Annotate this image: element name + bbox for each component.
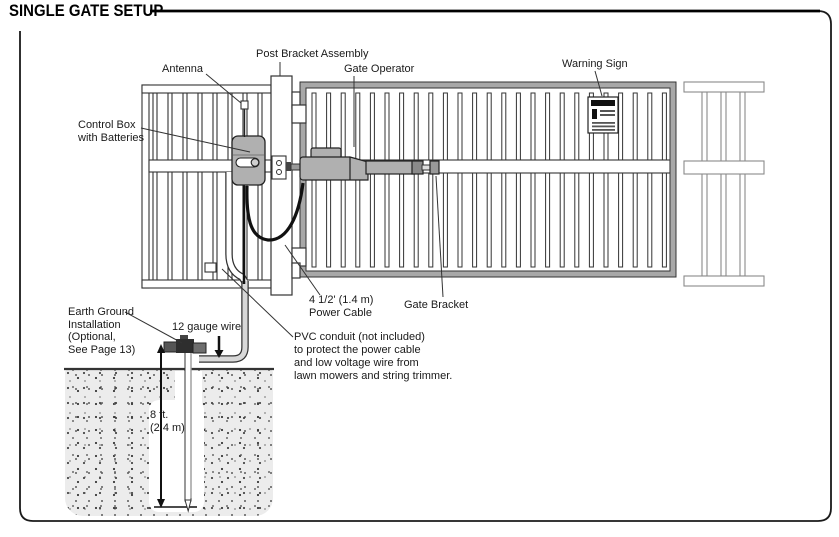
gate-hinge-top [291, 91, 307, 124]
fence-picket [647, 92, 653, 268]
fence-picket [257, 92, 263, 282]
control-box-graphic [231, 135, 266, 186]
fence-picket [530, 92, 536, 268]
fence-picket [384, 92, 390, 268]
gate-hinge-bottom [291, 247, 307, 279]
post-bracket-graphic [271, 155, 287, 180]
page-title: SINGLE GATE SETUP [9, 1, 164, 20]
fence-picket [399, 92, 405, 268]
power-cable-graphic [245, 182, 305, 242]
power-cable-pointer [284, 244, 321, 296]
gate-operator-graphic [271, 147, 440, 181]
label-pointer-lines [124, 62, 603, 344]
warning-sign-graphic [587, 96, 619, 134]
fence-picket [167, 92, 173, 282]
fence-picket [442, 92, 448, 268]
fence-picket [501, 92, 507, 268]
right-fence-panel [683, 81, 765, 287]
ground-rod-graphic [64, 335, 274, 513]
antenna-pointer [205, 73, 242, 104]
antenna-graphic [240, 100, 249, 137]
pvc-conduit-graphic [204, 172, 249, 284]
operator-arm-rail [365, 160, 415, 175]
warning-sign-header [591, 100, 615, 106]
ground-wire-conduit-graphic [199, 281, 249, 363]
fence-picket [603, 92, 609, 268]
fence-picket [472, 92, 478, 268]
fence-picket [661, 92, 667, 268]
fence-picket [588, 92, 594, 268]
fence-picket [720, 91, 727, 277]
fence-picket [212, 92, 218, 282]
pvc-conduit-pointer [221, 268, 294, 338]
fence-picket [574, 92, 580, 268]
left-fence-panel [141, 84, 272, 289]
conduit-clamp [204, 262, 217, 273]
fence-picket [632, 92, 638, 268]
fence-picket [413, 92, 419, 268]
fence-picket [486, 92, 492, 268]
fence-picket [701, 91, 708, 277]
warning-sign-pointer [594, 70, 603, 97]
operator-motor-body [299, 156, 353, 181]
gate-bracket-pointer [435, 175, 444, 298]
fence-picket [369, 92, 375, 268]
fence-picket [457, 92, 463, 268]
fence-picket [559, 92, 565, 268]
gauge-wire-arrow [214, 336, 224, 358]
diagram-border-box [19, 9, 832, 522]
fence-picket [618, 92, 624, 268]
fence-picket [515, 92, 521, 268]
gate-bracket-graphic [429, 160, 440, 175]
fence-picket [152, 92, 158, 282]
depth-measure-arrow [157, 344, 165, 508]
fence-picket [428, 92, 434, 268]
fence-picket [182, 92, 188, 282]
gate-panel [299, 81, 677, 278]
ground-rod-clamp [163, 335, 207, 354]
earth-ground-pointer [124, 311, 183, 344]
control-box-pointer [140, 127, 251, 153]
fence-picket [197, 92, 203, 282]
fence-picket [545, 92, 551, 268]
fence-picket [739, 91, 746, 277]
